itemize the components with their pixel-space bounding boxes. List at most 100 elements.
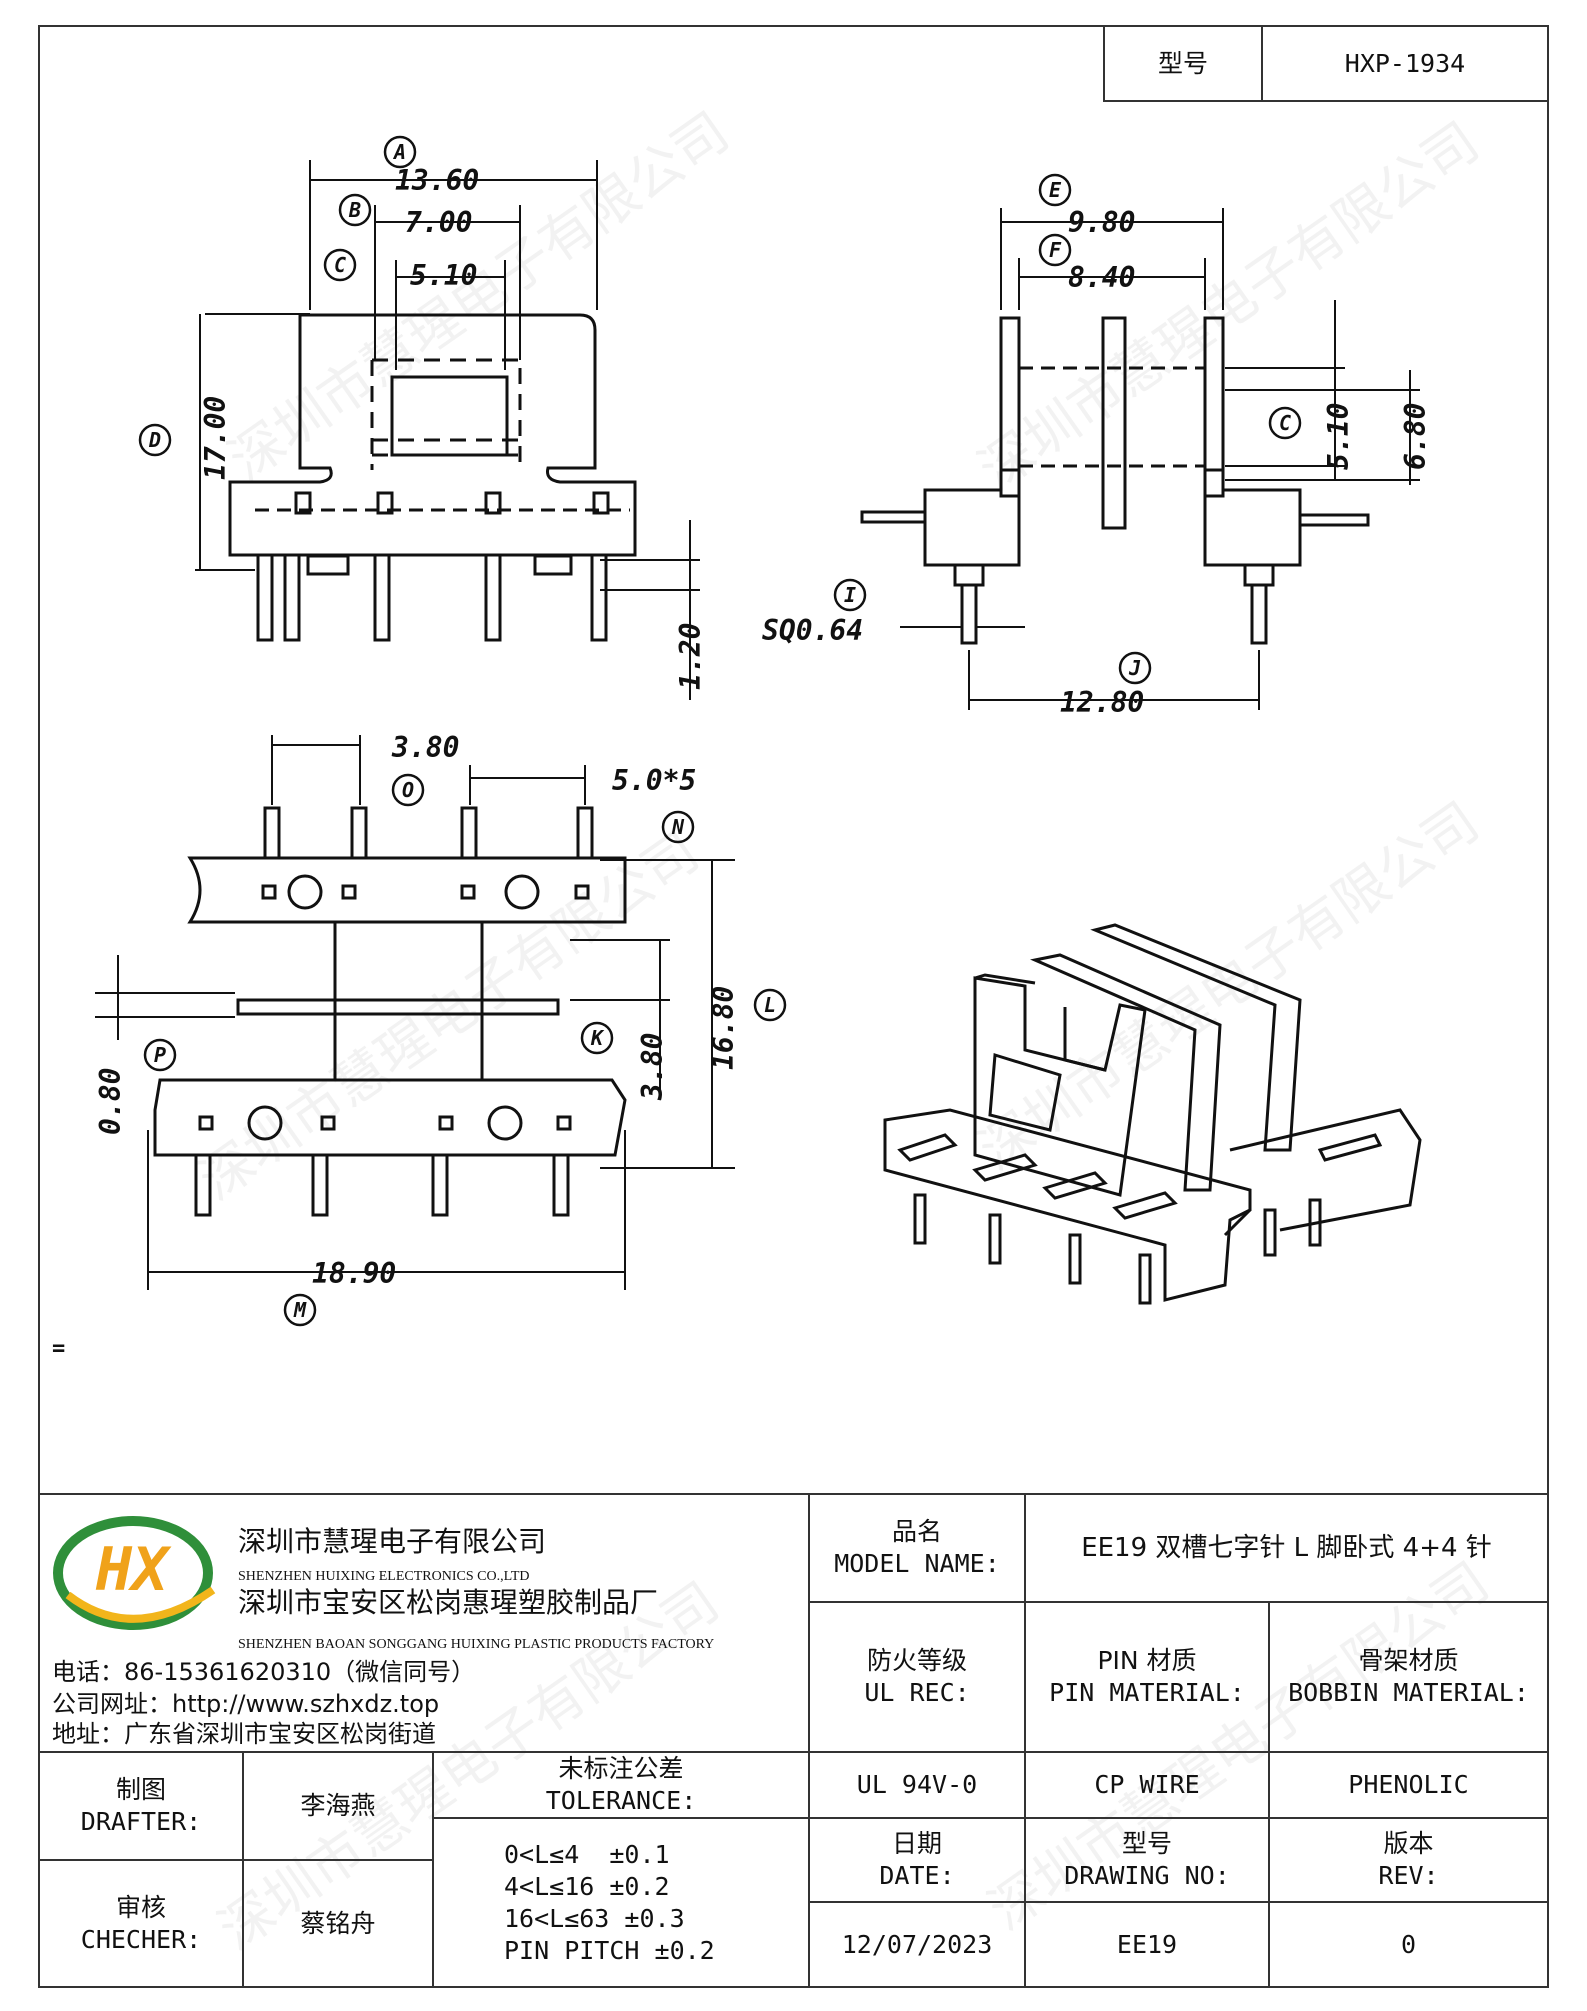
dim-n: 5.0*5 (612, 764, 696, 797)
ref-letter: J (1128, 656, 1141, 680)
dim-m: 18.90 (312, 1257, 396, 1290)
side-view (860, 208, 1420, 710)
ul-label-cell: 防火等级 UL REC: (808, 1601, 1026, 1753)
company-website: 公司网址：http://www.szhxdz.top (52, 1690, 440, 1718)
dim-right-c: 5.10 (1322, 403, 1355, 470)
model-name-en: MODEL NAME: (834, 1549, 1000, 1578)
dim-p: 0.80 (94, 1068, 127, 1135)
ref-letter: D (148, 428, 161, 452)
company-name-cn: 深圳市慧瑆电子有限公司 (238, 1525, 547, 1558)
tolerance-en: TOLERANCE: (545, 1786, 697, 1815)
ref-letter: K (590, 1026, 605, 1050)
pin-material-label-cell: PIN 材质 PIN MATERIAL: (1024, 1601, 1270, 1753)
bobbin-material-en: BOBBIN MATERIAL: (1288, 1678, 1529, 1707)
date-cn: 日期 (891, 1829, 942, 1858)
factory-name-en: SHENZHEN BAOAN SONGGANG HUIXING PLASTIC … (238, 1637, 715, 1652)
ul-value-cell: UL 94V-0 (808, 1751, 1026, 1819)
ref-letter: P (154, 1043, 166, 1067)
ref-letter: O (402, 778, 414, 802)
logo-text: HX (95, 1535, 172, 1605)
rev-cn: 版本 (1383, 1829, 1434, 1858)
dim-l: 16.80 (707, 986, 740, 1070)
checker-name: 蔡铭舟 (300, 1908, 376, 1938)
model-name-value-cell: EE19 双槽七字针 L 脚卧式 4+4 针 (1024, 1493, 1549, 1603)
ref-letter: A (392, 140, 406, 164)
checker-cn: 审核 (115, 1892, 166, 1922)
ref-letter: F (1049, 238, 1062, 262)
company-phone: 电话：86-15361620310（微信同号） (52, 1658, 476, 1686)
dim-c: 5.10 (410, 259, 477, 292)
factory-name-cn: 深圳市宝安区松岗惠瑆塑胶制品厂 (238, 1586, 659, 1619)
pin-material-value-cell: CP WIRE (1024, 1751, 1270, 1819)
drawing-no-cn: 型号 (1121, 1829, 1172, 1858)
rev-value-cell: 0 (1268, 1901, 1549, 1988)
drafter-label-cell: 制图 DRAFTER: (38, 1751, 244, 1861)
dim-k: 3.80 (636, 1033, 669, 1101)
dim-e: 9.80 (1068, 206, 1135, 239)
rev-value: 0 (1400, 1929, 1417, 1959)
tolerance-row: PIN PITCH ±0.2 (504, 1935, 715, 1965)
model-label: 型号 (1157, 48, 1208, 78)
company-logo: HX (53, 1516, 216, 1630)
dim-i: SQ0.64 (762, 614, 863, 647)
drafter-name: 李海燕 (300, 1791, 376, 1820)
ref-letter: N (671, 815, 685, 839)
tolerance-cn: 未标注公差 (558, 1754, 684, 1783)
dim-j: 12.80 (1060, 686, 1144, 719)
bobbin-material-value: PHENOLIC (1348, 1770, 1469, 1799)
dim-right-b: 6.80 (1399, 403, 1432, 470)
bobbin-material-value-cell: PHENOLIC (1268, 1751, 1549, 1819)
dim-d: 17.00 (199, 396, 232, 480)
front-view (195, 160, 700, 700)
dim-a: 13.60 (395, 164, 479, 197)
checker-label-cell: 审核 CHECHER: (38, 1859, 244, 1988)
drafter-cn: 制图 (115, 1775, 166, 1804)
tolerance-row: 16<L≤63 ±0.3 (504, 1903, 685, 1933)
tolerance-values-cell: 0<L≤4 ±0.1 4<L≤16 ±0.2 16<L≤63 ±0.3 PIN … (432, 1817, 810, 1988)
drawing-no-value-cell: EE19 (1024, 1901, 1270, 1988)
drawing-no-value: EE19 (1116, 1929, 1178, 1959)
ref-letter: I (844, 583, 856, 607)
company-address: 地址：广东省深圳市宝安区松岗街道 (52, 1720, 436, 1748)
dim-pin-length: 1.20 (674, 623, 707, 690)
isometric-view (883, 923, 1422, 1305)
dim-f: 8.40 (1068, 261, 1135, 294)
rev-en: REV: (1378, 1861, 1439, 1890)
ref-letter: B (348, 198, 361, 222)
drawing-no-en: DRAWING NO: (1064, 1861, 1230, 1890)
ref-letter: C (334, 253, 346, 277)
drafter-name-cell: 李海燕 (242, 1751, 434, 1861)
ref-letter: C (1279, 411, 1291, 435)
bottom-view (95, 735, 735, 1290)
pin-material-cn: PIN 材质 (1097, 1646, 1197, 1675)
ref-letter: M (293, 1298, 307, 1322)
bobbin-material-label-cell: 骨架材质 BOBBIN MATERIAL: (1268, 1601, 1549, 1753)
tolerance-header-cell: 未标注公差 TOLERANCE: (432, 1751, 810, 1819)
dim-o: 3.80 (391, 731, 459, 764)
tolerance-row: 4<L≤16 ±0.2 (504, 1871, 670, 1901)
tolerance-row: 0<L≤4 ±0.1 (504, 1839, 670, 1869)
model-name-label-cell: 品名 MODEL NAME: (808, 1493, 1026, 1603)
bobbin-material-cn: 骨架材质 (1358, 1646, 1459, 1675)
bobbin-technical-drawing: 13.60 7.00 5.10 17.00 1.20 9.80 8.40 5.1… (52, 135, 1432, 1361)
drawing-no-label-cell: 型号 DRAWING NO: (1024, 1817, 1270, 1903)
dim-b: 7.00 (405, 206, 472, 239)
date-label-cell: 日期 DATE: (808, 1817, 1026, 1903)
model-value-cell: HXP-1934 (1261, 25, 1549, 102)
checker-name-cell: 蔡铭舟 (242, 1859, 434, 1988)
model-name-cn: 品名 (891, 1517, 942, 1546)
ul-en: UL REC: (864, 1678, 970, 1707)
pin-material-en: PIN MATERIAL: (1049, 1678, 1245, 1707)
drafter-en: DRAFTER: (80, 1807, 202, 1836)
checker-en: CHECHER: (80, 1924, 202, 1954)
rev-label-cell: 版本 REV: (1268, 1817, 1549, 1903)
company-name-en: SHENZHEN HUIXING ELECTRONICS CO.,LTD (238, 1569, 530, 1584)
ul-value: UL 94V-0 (856, 1770, 978, 1799)
ref-letter: E (1049, 178, 1062, 202)
pin-material-value: CP WIRE (1094, 1770, 1200, 1799)
stray-mark: = (52, 1336, 65, 1361)
model-name-value: EE19 双槽七字针 L 脚卧式 4+4 针 (1081, 1533, 1492, 1563)
ref-letter: L (764, 993, 776, 1017)
date-en: DATE: (879, 1861, 955, 1890)
date-value-cell: 12/07/2023 (808, 1901, 1026, 1988)
